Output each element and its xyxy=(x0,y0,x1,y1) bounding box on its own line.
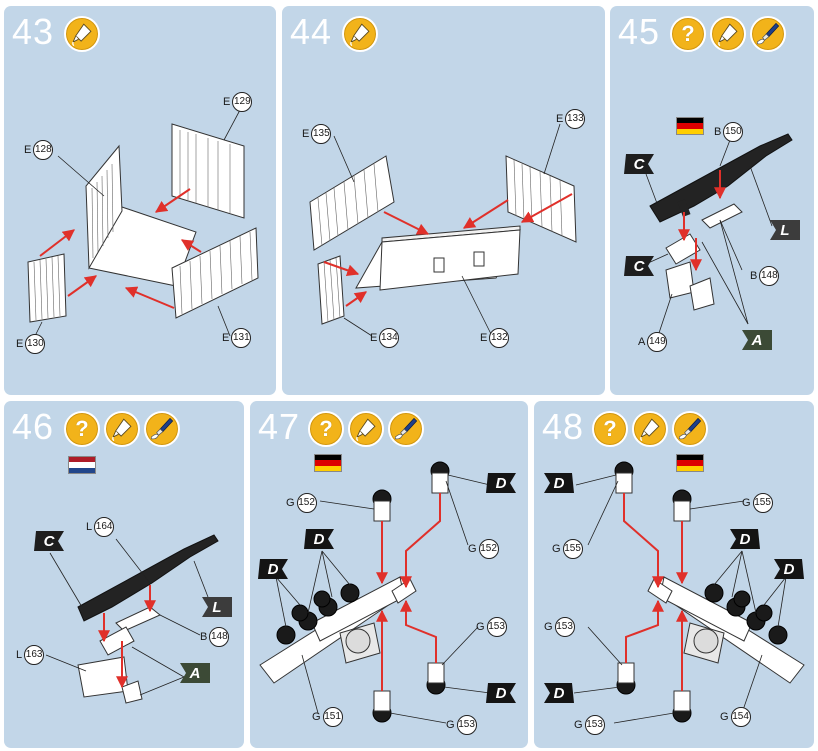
step-45-panel: 45 ? C xyxy=(610,6,814,395)
step-number: 46 xyxy=(12,406,55,447)
germany-flag xyxy=(676,117,704,135)
step-45-illustration xyxy=(645,133,793,337)
glue-icon xyxy=(632,411,668,447)
germany-flag xyxy=(676,454,704,472)
glue-icon xyxy=(710,16,746,52)
question-icon: ? xyxy=(592,411,628,447)
glue-icon xyxy=(342,16,378,52)
glue-icon xyxy=(64,16,100,52)
flag-stripe xyxy=(677,460,703,466)
step-47-panel: 47 ? xyxy=(250,401,528,748)
step-icons xyxy=(64,16,100,52)
step-43-illustration xyxy=(27,109,259,343)
flag-stripe xyxy=(677,465,703,471)
step-46-illustration xyxy=(45,534,219,704)
paint-tag-d: D xyxy=(486,683,516,703)
step-number: 44 xyxy=(290,11,333,52)
flag-stripe xyxy=(315,455,341,461)
step-icons: ? xyxy=(64,411,180,447)
step-icons: ? xyxy=(592,411,708,447)
glue-icon xyxy=(104,411,140,447)
paint-tag-l: L xyxy=(770,220,800,240)
step-number: 48 xyxy=(542,406,585,447)
flag-stripe xyxy=(69,467,95,473)
step-number: 43 xyxy=(12,11,55,52)
step-number: 47 xyxy=(258,406,301,447)
netherlands-flag xyxy=(68,456,96,474)
paint-tag-a: A xyxy=(742,330,772,350)
step-44-illustration xyxy=(309,123,577,337)
paint-brush-icon xyxy=(750,16,786,52)
paint-tag-l: L xyxy=(202,597,232,617)
step-44-panel: 44 xyxy=(282,6,605,395)
step-number: 45 xyxy=(618,11,661,52)
flag-stripe xyxy=(677,455,703,461)
flag-stripe xyxy=(315,460,341,466)
paint-tag-d: D xyxy=(486,473,516,493)
paint-tag-c: C xyxy=(624,154,654,174)
paint-brush-icon xyxy=(144,411,180,447)
paint-tag-d: D xyxy=(730,529,760,549)
step-47-illustration xyxy=(259,461,491,724)
paint-tag-d: D xyxy=(544,683,574,703)
question-icon: ? xyxy=(670,16,706,52)
paint-brush-icon xyxy=(388,411,424,447)
question-icon: ? xyxy=(308,411,344,447)
glue-icon xyxy=(348,411,384,447)
flag-stripe xyxy=(677,118,703,124)
step-icons xyxy=(342,16,378,52)
flag-stripe xyxy=(315,465,341,471)
step-48-illustration xyxy=(573,461,805,724)
paint-brush-icon xyxy=(672,411,708,447)
germany-flag xyxy=(314,454,342,472)
flag-stripe xyxy=(677,123,703,129)
flag-stripe xyxy=(677,128,703,134)
flag-stripe xyxy=(69,457,95,463)
step-43-panel: 43 xyxy=(4,6,276,395)
paint-tag-c: C xyxy=(624,256,654,276)
paint-tag-d: D xyxy=(544,473,574,493)
step-48-panel: 48 ? xyxy=(534,401,814,748)
paint-tag-c: C xyxy=(34,531,64,551)
step-icons: ? xyxy=(670,16,786,52)
step-icons: ? xyxy=(308,411,424,447)
question-icon: ? xyxy=(64,411,100,447)
paint-tag-d: D xyxy=(774,559,804,579)
paint-tag-d: D xyxy=(258,559,288,579)
flag-stripe xyxy=(69,462,95,468)
paint-tag-d: D xyxy=(304,529,334,549)
paint-tag-a: A xyxy=(180,663,210,683)
